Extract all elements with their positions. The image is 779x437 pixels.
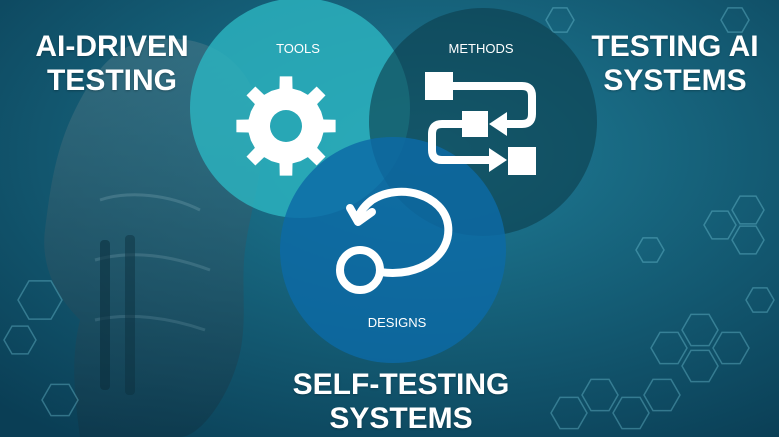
hexagon-shape <box>720 7 750 33</box>
hexagon-shape <box>731 195 765 225</box>
self-testing-systems-heading: SELF-TESTING SYSTEMS <box>285 368 517 436</box>
hexagon-shape <box>712 331 750 365</box>
testing-ai-heading-line-1: TESTING AI <box>591 30 759 63</box>
designs-label: DESIGNS <box>368 315 427 330</box>
tools-label: TOOLS <box>276 41 320 56</box>
methods-label: METHODS <box>449 41 514 56</box>
hexagon-shape <box>681 313 719 347</box>
ai-driven-heading-line-2: TESTING <box>46 64 177 97</box>
hexagon-shape <box>703 210 737 240</box>
hexagon-shape <box>635 237 665 263</box>
hexagon-shape <box>550 396 588 430</box>
hexagon-shape <box>745 287 775 313</box>
hexagon-shape <box>650 331 688 365</box>
hexagon-shape <box>612 396 650 430</box>
hexagon-shape <box>41 383 79 417</box>
flowchart-icon <box>425 72 536 175</box>
hexagon-shape <box>731 225 765 255</box>
testing-ai-systems-heading: TESTING AI SYSTEMS <box>580 30 770 98</box>
cycle-arrow-icon <box>336 187 453 294</box>
ai-driven-heading-line-1: AI-DRIVEN <box>35 30 189 63</box>
hexagon-shape <box>17 280 63 320</box>
hexagon-shape <box>581 378 619 412</box>
designs-circle <box>280 137 506 363</box>
hexagon-shape <box>681 349 719 383</box>
ai-driven-testing-heading: AI-DRIVEN TESTING <box>22 30 202 98</box>
hexagon-shape <box>545 7 575 33</box>
hexagon-shape <box>3 325 37 355</box>
testing-ai-heading-line-2: SYSTEMS <box>603 64 747 97</box>
self-testing-heading-line-1: SELF-TESTING <box>292 368 510 401</box>
self-testing-heading-line-2: SYSTEMS <box>329 402 473 435</box>
gear-icon <box>236 76 336 176</box>
hexagon-shape <box>643 378 681 412</box>
hexagon-pattern <box>3 7 775 430</box>
